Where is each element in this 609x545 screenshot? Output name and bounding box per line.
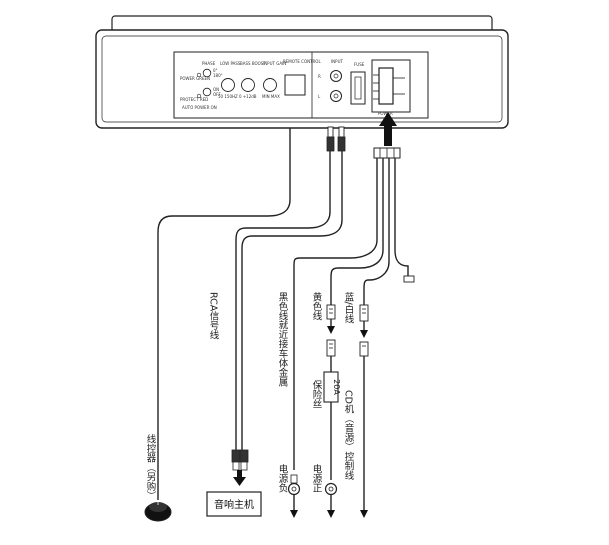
input-label: INPUT	[331, 59, 344, 64]
head-unit-arrow	[233, 470, 246, 486]
positive-wire	[330, 158, 384, 305]
remote-control-cable	[157, 128, 291, 500]
ground-wire	[293, 158, 378, 470]
remote-knob[interactable]	[144, 500, 172, 522]
spare-wire	[394, 158, 409, 276]
auto-power-on-label: AUTO POWER ON	[182, 105, 217, 110]
fuse-value: 20A	[332, 379, 341, 395]
ground-note-label: 就近接车体金属	[277, 319, 289, 387]
phase-switch[interactable]	[202, 68, 212, 78]
positive-arrow-icon	[327, 510, 335, 518]
black-wire-label: 黑色线	[277, 292, 289, 321]
amplifier-body	[95, 15, 509, 129]
rca-signal-label: RCA信号线	[208, 292, 220, 340]
blue-white-wire-label: 蓝/白线	[343, 291, 355, 323]
phase-180-label: 180°	[213, 73, 223, 78]
power-terminal-label: POWER	[378, 111, 393, 116]
auto-power-switch[interactable]	[202, 87, 212, 97]
remote-control-label: REMOTE CONTROL	[283, 59, 321, 64]
phase-0-label: 0°	[213, 68, 218, 73]
head-unit-label: 音响主机	[214, 498, 254, 511]
power-negative-label: 电源负	[277, 463, 289, 493]
rca-plugs	[231, 449, 249, 471]
input-gain-knob[interactable]	[263, 78, 277, 92]
low-pass-knob[interactable]	[221, 78, 235, 92]
low-pass-label: LOW PASS	[220, 61, 241, 66]
ground-terminal	[287, 474, 301, 518]
auto-on-label: ON	[213, 87, 219, 92]
positive-line	[326, 304, 336, 372]
input-r-label: R	[318, 74, 321, 79]
bass-boost-knob[interactable]	[241, 78, 255, 92]
remote-control-port[interactable]	[284, 74, 306, 96]
auto-off-label: OFF	[213, 92, 221, 97]
fuse-holder-label: 保险丝	[311, 379, 323, 408]
input-gain-label: INPUT GAIN	[263, 61, 286, 66]
spare-terminal	[403, 275, 415, 283]
power-positive-label: 电源正	[311, 463, 323, 492]
remote-arrow-icon	[360, 510, 368, 518]
control-panel: PHASE 0° 180° POWER GREEN ON OFF PROTECT…	[180, 52, 411, 118]
fuse-panel-label: FUSE	[354, 62, 365, 67]
wire-harness	[373, 147, 401, 159]
ground-arrow-icon	[290, 510, 298, 518]
phase-label: PHASE	[202, 61, 216, 66]
protect-led-icon	[196, 93, 202, 99]
power-connect-arrow	[379, 112, 397, 146]
yellow-wire-label: 黄色线	[311, 291, 323, 320]
cd-control-label: CD机（音源）控制线	[343, 390, 355, 480]
power-led-icon	[196, 72, 202, 78]
bass-boost-range: 0 +12dB	[239, 94, 257, 99]
panel-fuse	[350, 71, 366, 105]
head-unit-box	[206, 491, 262, 517]
positive-terminal	[324, 402, 338, 518]
rca-cable	[235, 126, 346, 450]
remote-line	[359, 304, 369, 518]
power-green-label: POWER GREEN	[180, 76, 210, 81]
remote-knob-label: 线控器（另购）	[145, 433, 157, 500]
input-l-label: L	[318, 94, 321, 99]
protect-red-label: PROTECT RED	[180, 97, 208, 102]
bass-boost-label: BASS BOOST	[240, 61, 266, 66]
low-pass-range: 50 150HZ	[218, 94, 238, 99]
remote-wire	[363, 158, 390, 305]
input-gain-range: MIN MAX	[262, 94, 280, 99]
